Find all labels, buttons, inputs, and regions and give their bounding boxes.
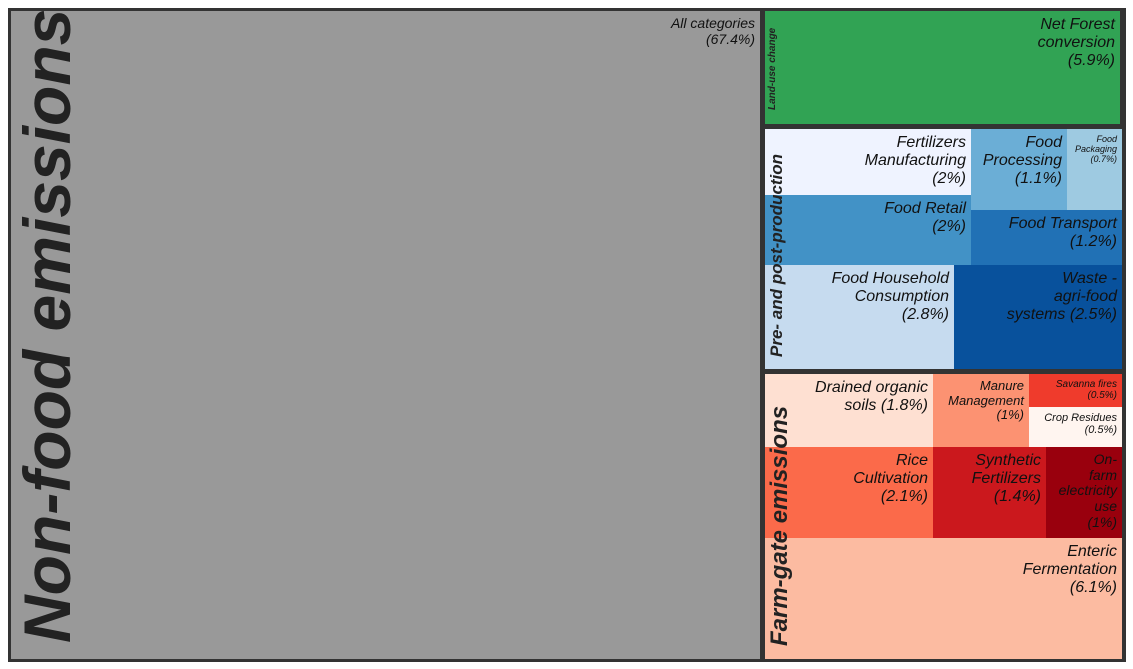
- treemap-cell-drained-organic-soils: Drained organic soils (1.8%): [765, 374, 933, 447]
- treemap-cell-all-categories: All categories (67.4%): [11, 11, 760, 659]
- cell-label: Food Transport (1.2%): [1008, 215, 1117, 250]
- cell-label: Drained organic soils (1.8%): [815, 379, 928, 414]
- cell-label: Savanna fires (0.5%): [1055, 379, 1117, 402]
- treemap-cell-waste-agri-food-systems: Waste - agri-food systems (2.5%): [954, 265, 1122, 369]
- treemap-cell-on-farm-electricity-use: On- farm electricity use (1%): [1046, 447, 1122, 538]
- treemap-cell-food-processing: Food Processing (1.1%): [971, 129, 1067, 210]
- treemap-cell-manure-management: Manure Management (1%): [933, 374, 1029, 447]
- cell-label: Fertilizers Manufacturing (2%): [864, 134, 966, 187]
- treemap-cell-food-packaging: Food Packaging (0.7%): [1067, 129, 1122, 210]
- cell-label: Food Retail (2%): [884, 200, 966, 235]
- cell-label: Food Household Consumption (2.8%): [831, 270, 949, 323]
- cell-label: Net Forest conversion (5.9%): [1037, 16, 1115, 69]
- treemap-cell-food-transport: Food Transport (1.2%): [971, 210, 1122, 265]
- group-label-non-food-emissions: Non-food emissions: [10, 8, 84, 643]
- cell-label: Crop Residues (0.5%): [1044, 412, 1117, 437]
- group-label-farm-gate-emissions: Farm-gate emissions: [766, 405, 793, 646]
- treemap-cell-savanna-fires: Savanna fires (0.5%): [1029, 374, 1122, 407]
- cell-label: Waste - agri-food systems (2.5%): [1006, 270, 1117, 323]
- group-label-pre-and-post-production: Pre- and post-production: [767, 153, 786, 357]
- cell-label: On- farm electricity use (1%): [1058, 451, 1117, 530]
- cell-label: Food Packaging (0.7%): [1074, 134, 1117, 165]
- treemap-cell-crop-residues: Crop Residues (0.5%): [1029, 407, 1122, 447]
- treemap-cell-enteric-fermentation: Enteric Fermentation (6.1%): [765, 538, 1122, 659]
- treemap-cell-food-retail: Food Retail (2%): [765, 195, 971, 265]
- cell-label: Rice Cultivation (2.1%): [853, 452, 928, 505]
- cell-label: Synthetic Fertilizers (1.4%): [971, 452, 1041, 505]
- treemap-cell-rice-cultivation: Rice Cultivation (2.1%): [765, 447, 933, 538]
- treemap-cell-synthetic-fertilizers: Synthetic Fertilizers (1.4%): [933, 447, 1046, 538]
- treemap-cell-food-household-consumption: Food Household Consumption (2.8%): [765, 265, 954, 369]
- treemap-cell-fertilizers-manufacturing: Fertilizers Manufacturing (2%): [765, 129, 971, 195]
- cell-label: Food Processing (1.1%): [982, 134, 1062, 187]
- group-label-land-use-change: Land-use change: [767, 27, 778, 110]
- cell-label: All categories (67.4%): [670, 15, 755, 47]
- treemap-cell-net-forest-conversion: Net Forest conversion (5.9%): [765, 11, 1120, 124]
- cell-label: Manure Management (1%): [948, 378, 1024, 423]
- cell-label: Enteric Fermentation (6.1%): [1022, 543, 1117, 596]
